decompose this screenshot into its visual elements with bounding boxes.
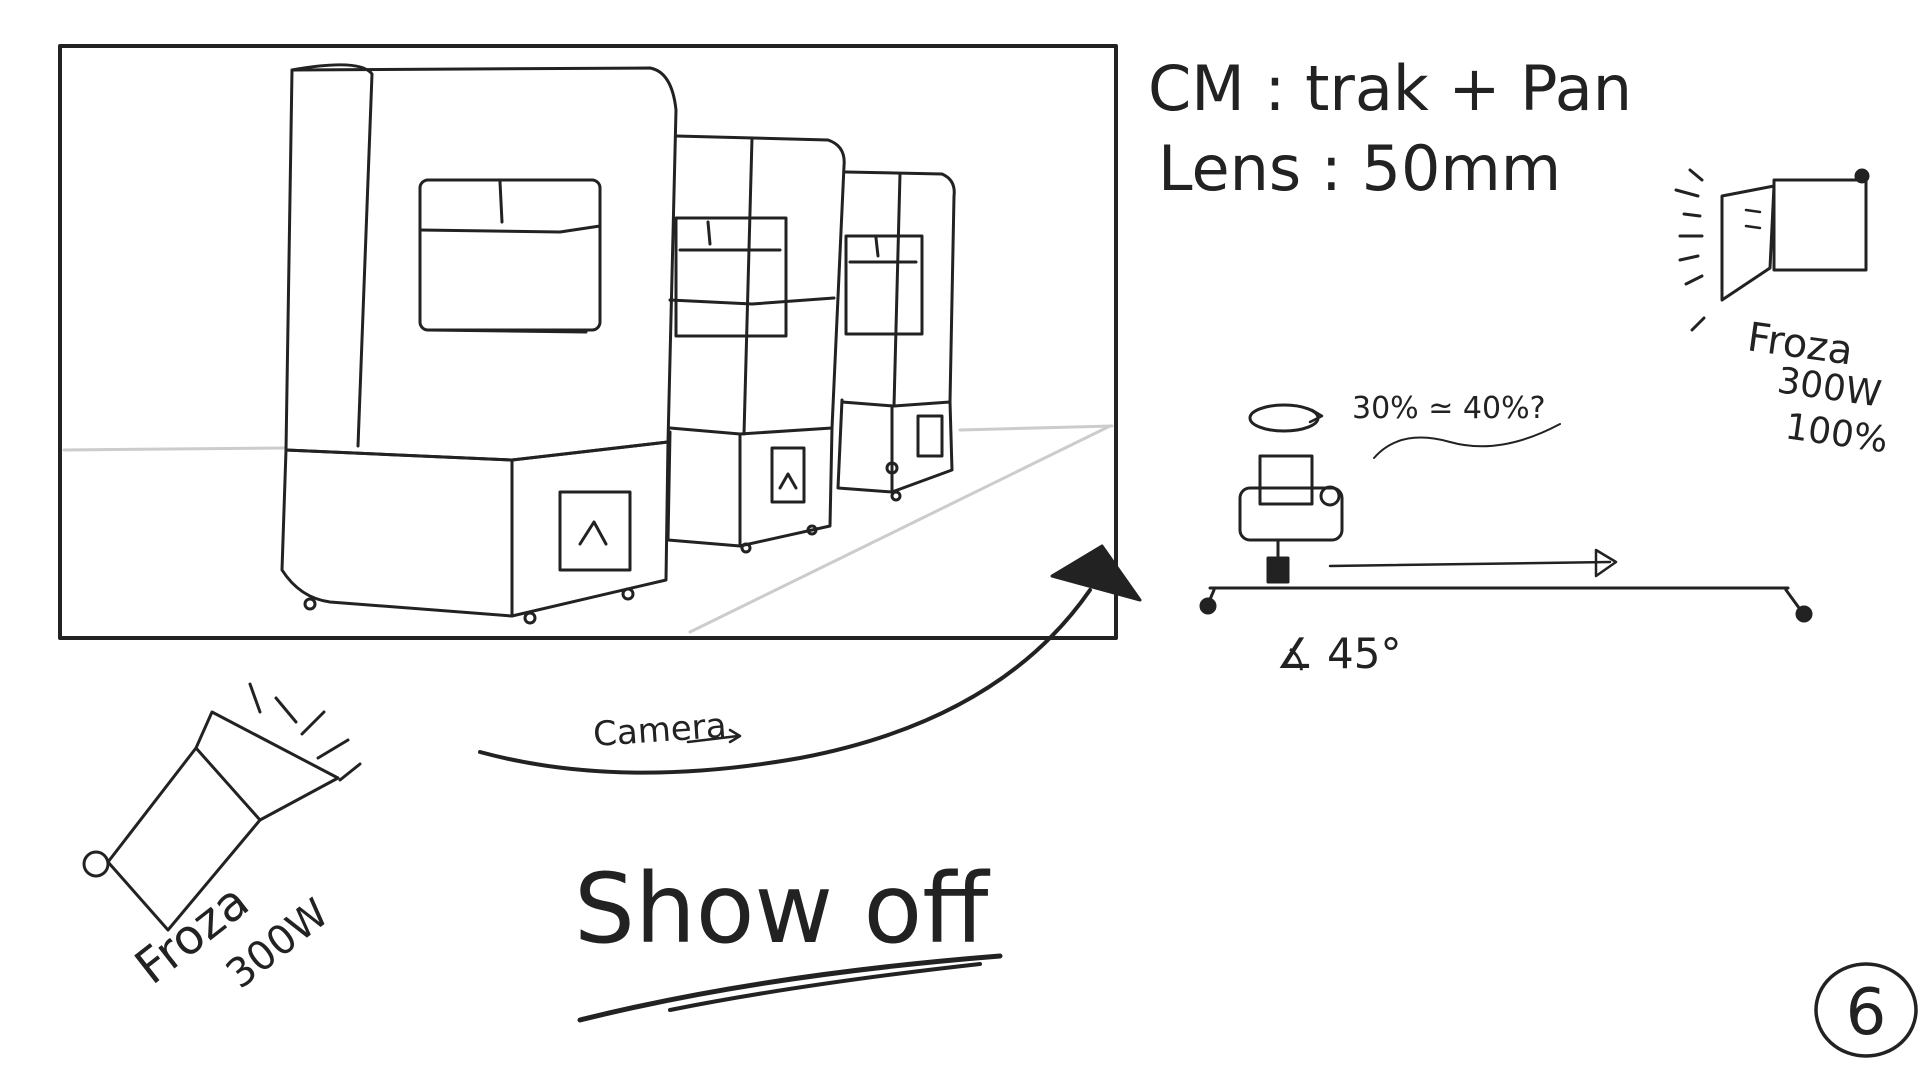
- light-right-icon: [1676, 170, 1868, 330]
- lens-note: Lens : 50mm: [1158, 132, 1561, 205]
- storyboard-frame: [60, 46, 1116, 638]
- camera-move-arrow: [480, 546, 1140, 773]
- speed-note: 30% ≃ 40%?: [1352, 391, 1546, 426]
- printer-medium: [668, 136, 844, 552]
- camera-rig: [1201, 405, 1811, 621]
- title-underline: [580, 956, 1000, 1020]
- panel-number: 6: [1846, 976, 1887, 1050]
- printer-large: [282, 65, 676, 623]
- angle-note: ∡ 45°: [1276, 629, 1401, 678]
- printer-small: [838, 172, 954, 500]
- shot-title: Show off: [574, 853, 990, 965]
- camera-label: Camera: [592, 706, 728, 755]
- camera-move-note: CM : trak + Pan: [1148, 52, 1632, 125]
